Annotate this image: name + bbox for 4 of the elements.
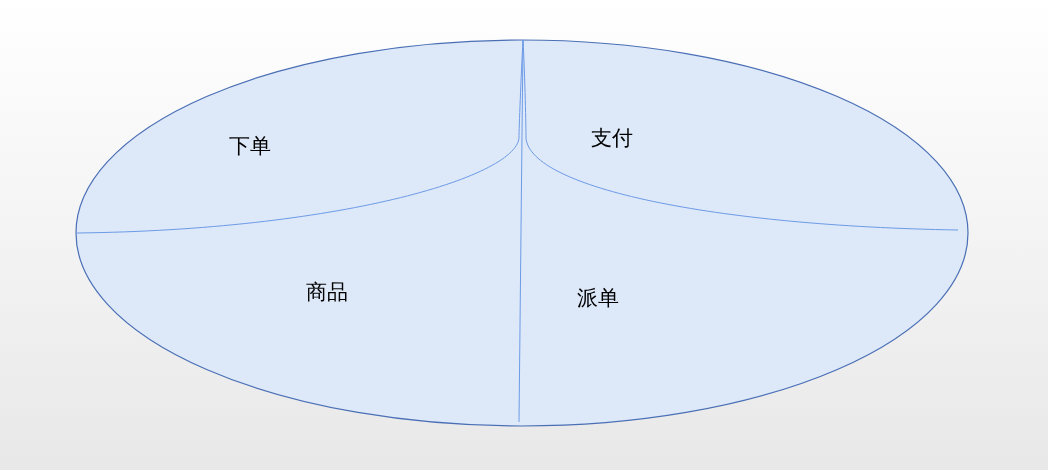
section-label: 派单 (577, 284, 619, 312)
section-label: 支付 (591, 124, 633, 152)
section-label: 商品 (306, 278, 348, 306)
section-label: 下单 (229, 132, 271, 160)
